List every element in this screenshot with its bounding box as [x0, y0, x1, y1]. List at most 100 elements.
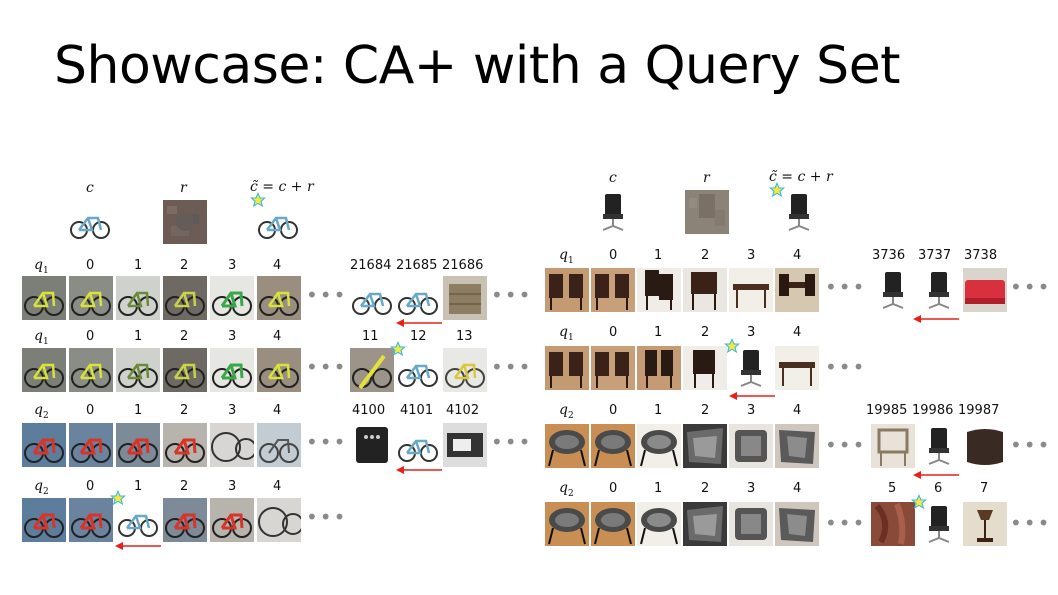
star-icon	[390, 341, 406, 357]
rank-label: 13	[456, 329, 473, 344]
rank-label: 3	[747, 481, 756, 496]
result-chair-image	[637, 268, 681, 312]
left-arrow-icon	[729, 392, 775, 400]
result-chair-image	[683, 268, 727, 312]
right-panel-chairs: c r c̃ = c + r q1 0 1 2 3 4 ••• 3736 373…	[529, 0, 1058, 595]
result-chair-image	[591, 268, 635, 312]
result-bike-image	[350, 348, 394, 392]
result-cushion-image	[963, 424, 1007, 468]
result-bike-image	[210, 276, 254, 320]
rank-label: 3	[228, 479, 237, 494]
left-arrow-icon	[396, 319, 442, 327]
result-chair-image	[591, 346, 635, 390]
rank-label: 3736	[872, 248, 906, 263]
result-bike-image	[69, 276, 113, 320]
result-bike-image	[163, 348, 207, 392]
rank-label: 3	[747, 248, 756, 263]
result-device-image	[443, 423, 487, 467]
anchor-chair-image	[591, 190, 635, 234]
rank-label: 1	[134, 479, 143, 494]
result-chair-image	[637, 346, 681, 390]
rank-label: 19986	[912, 403, 954, 418]
left-arrow-icon	[396, 466, 442, 474]
query-label: q1	[34, 257, 49, 276]
label-ctilde: c̃ = c + r	[250, 179, 314, 195]
rank-label: 2	[701, 481, 710, 496]
rank-label: 1	[134, 329, 143, 344]
ellipsis-icon: •••	[491, 430, 533, 454]
result-papasan-chair-image	[637, 502, 681, 546]
star-icon	[911, 494, 927, 510]
ellipsis-icon: •••	[306, 430, 348, 454]
rank-label: 21686	[442, 258, 484, 273]
rank-label: 0	[609, 248, 618, 263]
star-icon	[250, 192, 266, 208]
star-icon	[110, 490, 126, 506]
query-chair-image	[545, 346, 589, 390]
rank-label: 4	[793, 403, 802, 418]
rank-label: 3	[747, 325, 756, 340]
query-label: q2	[559, 480, 574, 499]
query-papasan-chair-image	[545, 424, 589, 468]
result-chair-image	[917, 268, 961, 312]
left-arrow-icon	[115, 542, 161, 550]
left-arrow-icon	[913, 471, 959, 479]
ellipsis-icon: •••	[1010, 275, 1052, 299]
query-label: q1	[559, 324, 574, 343]
result-sofa-image	[963, 268, 1007, 312]
left-arrow-icon	[913, 315, 959, 323]
rank-label: 19985	[866, 403, 908, 418]
rank-label: 4	[273, 403, 282, 418]
anchor-bike-image	[68, 200, 112, 244]
result-lamp-image	[963, 502, 1007, 546]
result-bike-image	[163, 276, 207, 320]
rank-label: 3738	[964, 248, 998, 263]
rank-label: 6	[934, 481, 943, 496]
result-fabric-image	[729, 502, 773, 546]
query-bike-image	[22, 423, 66, 467]
result-fabric-image	[775, 502, 819, 546]
rank-label: 19987	[958, 403, 1000, 418]
rank-label: 4	[793, 248, 802, 263]
result-bike-image	[210, 348, 254, 392]
ellipsis-icon: •••	[1010, 511, 1052, 535]
query-papasan-chair-image	[545, 502, 589, 546]
rank-label: 21685	[396, 258, 438, 273]
rank-label: 2	[701, 325, 710, 340]
rank-label: 4102	[446, 403, 480, 418]
result-papasan-chair-image	[637, 424, 681, 468]
result-bike-image	[257, 423, 301, 467]
rank-label: 4	[273, 479, 282, 494]
result-chair-image	[917, 502, 961, 546]
rank-label: 0	[86, 329, 95, 344]
result-bike-image	[116, 276, 160, 320]
result-bike-image	[116, 423, 160, 467]
result-chair-image	[917, 424, 961, 468]
ellipsis-icon: •••	[306, 283, 348, 307]
result-fabric-image	[683, 424, 727, 468]
rank-label: 4100	[352, 403, 386, 418]
rank-label: 2	[180, 329, 189, 344]
result-chair-image	[683, 346, 727, 390]
slide-title: Showcase: CA+ with a Query Set	[54, 36, 901, 96]
result-bike-image	[163, 423, 207, 467]
rank-label: 4101	[400, 403, 434, 418]
rank-label: 3	[747, 403, 756, 418]
perturbed-bike-image	[256, 200, 300, 244]
rank-label: 1	[654, 248, 663, 263]
result-fabric-image	[729, 424, 773, 468]
result-table-image	[729, 268, 773, 312]
rank-label: 1	[654, 403, 663, 418]
result-device-image	[350, 423, 394, 467]
rank-label: 11	[362, 329, 379, 344]
result-bike-image	[210, 498, 254, 542]
ellipsis-icon: •••	[825, 275, 867, 299]
query-label: q2	[559, 402, 574, 421]
rank-label: 2	[180, 258, 189, 273]
result-shelf-image	[443, 276, 487, 320]
query-label: q2	[34, 478, 49, 497]
result-fabric-image	[683, 502, 727, 546]
rank-label: 7	[980, 481, 989, 496]
rank-label: 0	[86, 403, 95, 418]
query-chair-image	[545, 268, 589, 312]
